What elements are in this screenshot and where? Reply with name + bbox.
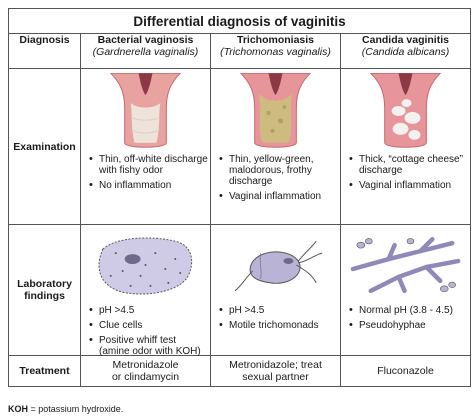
bv-vagina-illustration — [109, 73, 182, 148]
row-label-laboratory-line2: findings — [24, 290, 65, 302]
differential-diagnosis-table: Differential diagnosis of vaginitis Diag… — [7, 8, 472, 387]
header-bacterial-vaginosis: Bacterial vaginosis (Gardnerella vaginal… — [80, 33, 211, 69]
exam-cell-trich: Thin, yellow-green, malodorous, frothy d… — [210, 68, 341, 225]
treatment-cell-trich: Metronidazole; treat sexual partner — [210, 355, 341, 387]
header-diagnosis: Diagnosis — [8, 33, 81, 69]
treatment-cell-candida: Fluconazole — [339, 355, 472, 387]
row-label-laboratory-line1: Laboratory — [17, 278, 72, 290]
treatment-trich-line1: Metronidazole; treat — [229, 359, 322, 371]
header-trichomoniasis: Trichomoniasis (Trichomonas vaginalis) — [210, 33, 341, 69]
treatment-trich-line2: sexual partner — [242, 371, 309, 383]
candida-vagina-illustration — [369, 73, 442, 148]
trich-vagina-illustration — [239, 73, 312, 148]
list-item: Pseudohyphae — [349, 320, 468, 331]
exam-cell-candida: Thick, “cottage cheese” discharge Vagina… — [339, 68, 472, 225]
table-title: Differential diagnosis of vaginitis — [7, 8, 472, 34]
bv-exam-findings: Thin, off-white discharge with fishy odo… — [87, 154, 208, 195]
trich-exam-findings: Thin, yellow-green, malodorous, frothy d… — [217, 154, 338, 206]
list-item: pH >4.5 — [219, 305, 338, 316]
list-item: pH >4.5 — [89, 305, 208, 316]
treatment-bv-line1: Metronidazole — [112, 359, 179, 371]
footnote-text: = potassium hydroxide. — [28, 404, 124, 414]
list-item: Thick, “cottage cheese” discharge — [349, 154, 468, 176]
exam-cell-bv: Thin, off-white discharge with fishy odo… — [80, 68, 211, 225]
treatment-bv-line2: or clindamycin — [111, 371, 180, 383]
candida-lab-findings: Normal pH (3.8 - 4.5) Pseudohyphae — [347, 305, 468, 335]
clue-cell-illustration — [98, 237, 193, 295]
list-item: No inflammation — [89, 180, 208, 191]
list-item: Motile trichomonads — [219, 320, 338, 331]
list-item: Thin, yellow-green, malodorous, frothy d… — [219, 154, 338, 187]
trich-lab-findings: pH >4.5 Motile trichomonads — [217, 305, 338, 335]
lab-cell-trich: pH >4.5 Motile trichomonads — [210, 224, 341, 356]
header-bv-name: Bacterial vaginosis — [97, 34, 194, 46]
header-candida-vaginitis: Candida vaginitis (Candida albicans) — [339, 33, 472, 69]
header-candida-name: Candida vaginitis — [362, 34, 449, 46]
lab-cell-candida: Normal pH (3.8 - 4.5) Pseudohyphae — [339, 224, 472, 356]
row-label-treatment: Treatment — [8, 355, 81, 387]
header-trich-organism: (Trichomonas vaginalis) — [220, 46, 331, 58]
row-label-examination: Examination — [8, 68, 81, 225]
list-item: Vaginal inflammation — [349, 180, 468, 191]
footnote: KOH = potassium hydroxide. — [8, 404, 123, 414]
list-item: Vaginal inflammation — [219, 191, 338, 202]
pseudohyphae-illustration — [350, 236, 461, 294]
header-diagnosis-label: Diagnosis — [19, 34, 70, 46]
lab-cell-bv: pH >4.5 Clue cells Positive whiff test (… — [80, 224, 211, 357]
list-item: Positive whiff test (amine odor with KOH… — [89, 335, 208, 357]
trichomonad-illustration — [234, 240, 323, 292]
list-item: Normal pH (3.8 - 4.5) — [349, 305, 468, 316]
footnote-abbr: KOH — [8, 404, 28, 414]
bv-lab-findings: pH >4.5 Clue cells Positive whiff test (… — [87, 305, 208, 361]
treatment-cell-bv: Metronidazole or clindamycin — [80, 355, 211, 387]
list-item: Clue cells — [89, 320, 208, 331]
header-trich-name: Trichomoniasis — [236, 34, 315, 46]
candida-exam-findings: Thick, “cottage cheese” discharge Vagina… — [347, 154, 468, 195]
row-label-laboratory: Laboratory findings — [8, 224, 81, 356]
header-bv-organism: (Gardnerella vaginalis) — [92, 46, 199, 58]
header-candida-organism: (Candida albicans) — [361, 46, 450, 58]
list-item: Thin, off-white discharge with fishy odo… — [89, 154, 208, 176]
treatment-candida-line1: Fluconazole — [377, 365, 434, 377]
